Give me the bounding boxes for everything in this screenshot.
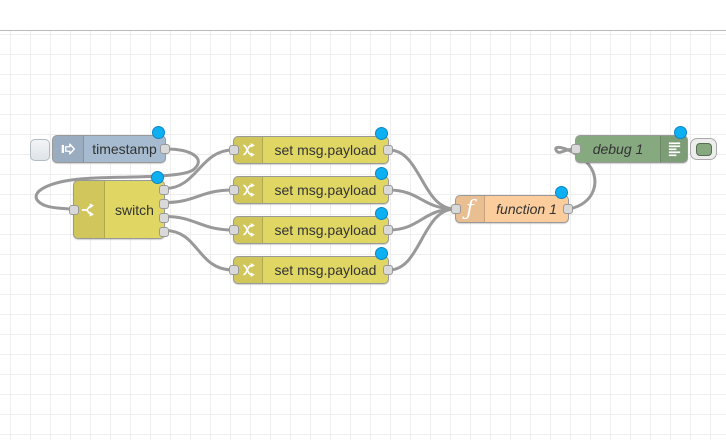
wire-function-to-debug[interactable] [554, 145, 597, 211]
wire-switch-out3-to-change3[interactable] [163, 215, 235, 232]
input-port[interactable] [69, 204, 79, 215]
switch-fork-icon [74, 181, 105, 238]
output-port[interactable] [383, 225, 393, 235]
output-port-3[interactable] [159, 212, 169, 223]
node-change-4[interactable]: set msg.payload [229, 247, 393, 284]
inject-arrow-icon [53, 136, 84, 162]
input-port[interactable] [229, 145, 239, 155]
node-label: set msg.payload [274, 182, 377, 198]
node-switch[interactable]: switch [69, 171, 169, 239]
changed-indicator [375, 207, 388, 220]
node-label: switch [115, 201, 154, 218]
debug-toggle-button[interactable] [690, 138, 717, 160]
wire-switch-out1-to-change1[interactable] [163, 148, 235, 190]
changed-indicator [375, 247, 388, 260]
node-change-1[interactable]: set msg.payload [229, 127, 393, 164]
output-port-4[interactable] [159, 226, 169, 237]
changed-indicator [375, 167, 388, 180]
output-port-1[interactable] [159, 184, 169, 195]
output-port-2[interactable] [159, 198, 169, 209]
header-strip [0, 0, 726, 31]
input-port[interactable] [571, 144, 581, 154]
output-port[interactable] [383, 185, 393, 195]
wire-change1-to-function[interactable] [387, 148, 457, 211]
node-label: set msg.payload [274, 142, 377, 158]
debug-toggle-inner [695, 142, 712, 156]
changed-indicator [375, 127, 388, 140]
node-label: set msg.payload [274, 222, 377, 238]
wire-change4-to-function[interactable] [387, 207, 457, 272]
output-port[interactable] [383, 265, 393, 275]
input-port[interactable] [229, 265, 239, 275]
node-change-3[interactable]: set msg.payload [229, 207, 393, 244]
output-port[interactable] [563, 204, 573, 214]
wire-switch-out2-to-change2[interactable] [163, 188, 235, 204]
input-port[interactable] [451, 204, 461, 214]
wire-switch-out4-to-change4[interactable] [163, 229, 235, 272]
node-label: set msg.payload [274, 262, 377, 278]
node-label: timestamp [92, 141, 157, 157]
input-port[interactable] [229, 185, 239, 195]
node-timestamp[interactable]: timestamp [52, 126, 170, 163]
wire-timestamp-to-switch[interactable] [34, 147, 200, 211]
output-port[interactable] [383, 145, 393, 155]
changed-indicator [674, 126, 687, 139]
output-port[interactable] [160, 144, 170, 154]
node-label: debug 1 [592, 141, 644, 157]
node-change-2[interactable]: set msg.payload [229, 167, 393, 204]
input-port[interactable] [229, 225, 239, 235]
inject-button[interactable] [30, 139, 50, 161]
changed-indicator [555, 186, 568, 199]
node-function-1[interactable]: ƒ function 1 [451, 186, 573, 223]
changed-indicator [151, 171, 164, 184]
node-label: function 1 [496, 201, 557, 217]
node-debug-1[interactable]: debug 1 [571, 126, 688, 163]
debug-output-lines-icon [660, 136, 687, 162]
changed-indicator [152, 126, 165, 139]
